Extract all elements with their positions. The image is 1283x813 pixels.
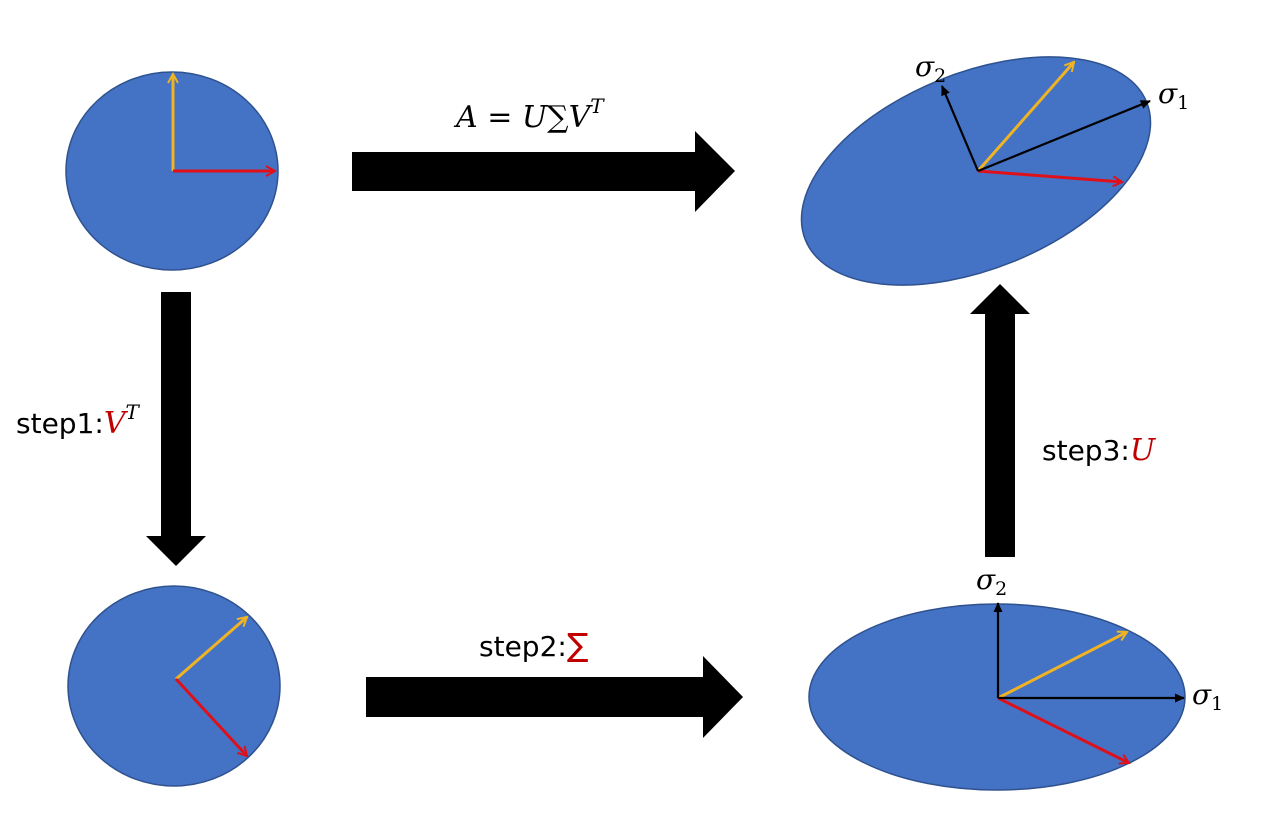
arrow-up-right [970,284,1030,557]
circle-bottom-left [67,585,281,787]
arrow-bottom-right [366,656,743,738]
shape-rotated-circle [67,585,281,787]
vector-yellow-bottom-left [175,617,247,681]
formula-svd: A = U∑VT [453,94,605,135]
arrow-down-left [146,292,206,566]
axis-sigma2-top-right [940,85,980,172]
shape-result-ellipse [800,56,1152,286]
label-step2: step2:∑ [479,626,588,664]
axis-sigma1-top-right [977,99,1151,173]
vector-yellow-bottom-right [997,632,1127,700]
label-step3: step3:U [1042,433,1157,468]
shape-scaled-ellipse [808,602,1186,791]
shape-original-circle [65,71,279,271]
label-sigma1-top-right: σ1 [1158,77,1189,114]
vector-red-bottom-right [997,696,1129,763]
label-sigma2-bottom-right: σ2 [976,563,1007,600]
vector-red-top-right [977,169,1122,182]
vector-yellow-top-right [976,62,1074,172]
vector-red-bottom-left [174,677,247,756]
ellipse-top-right [800,56,1152,286]
label-sigma2-top-right: σ2 [915,50,946,87]
label-step1: step1:VT [16,400,141,441]
arrow-top-right [352,131,735,212]
label-sigma1-bottom-right: σ1 [1192,678,1223,715]
